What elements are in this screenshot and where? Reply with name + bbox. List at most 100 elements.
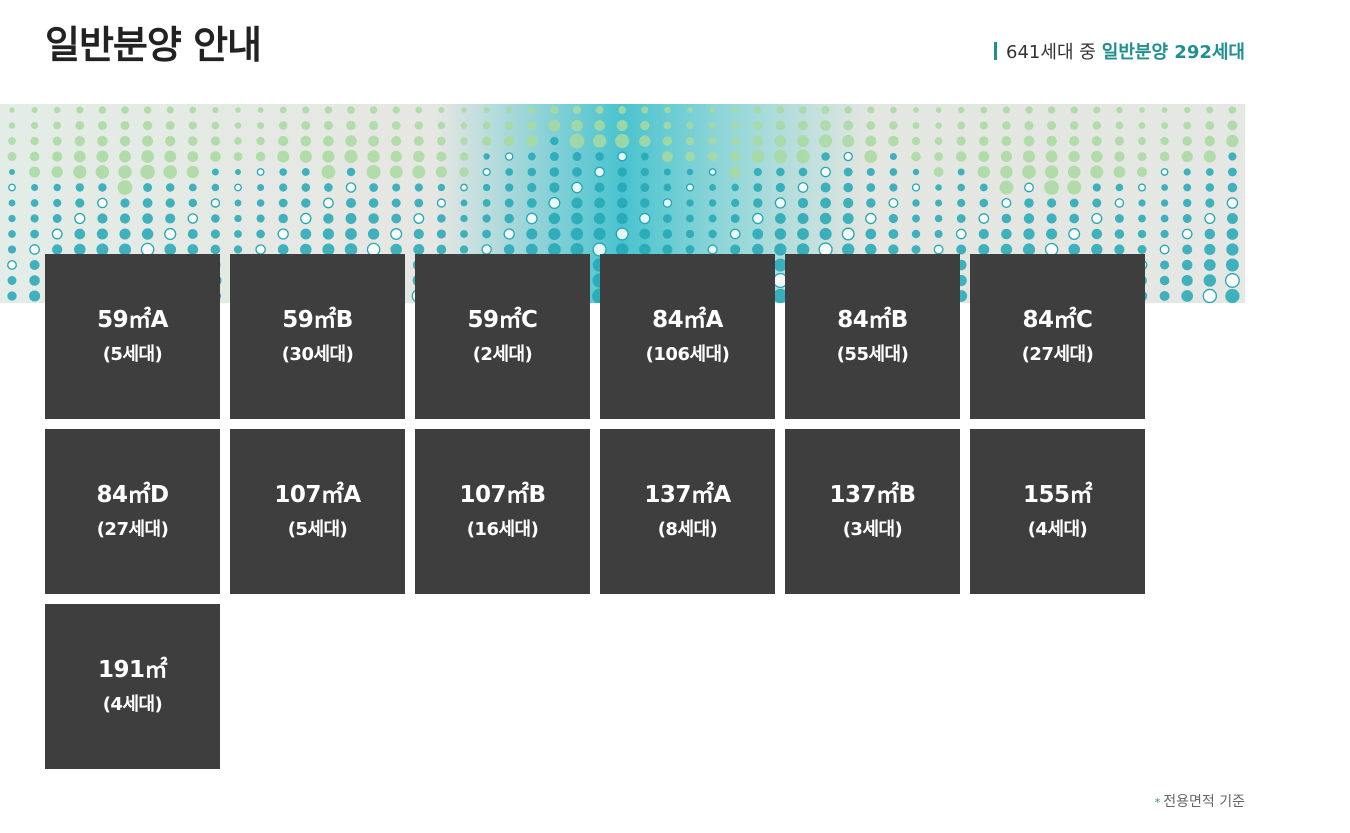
pattern-dot bbox=[708, 136, 717, 146]
unit-card-155[interactable]: 155㎡ (4세대) bbox=[970, 429, 1145, 594]
pattern-dot bbox=[413, 244, 425, 255]
pattern-dot bbox=[188, 121, 197, 130]
pattern-dot bbox=[30, 214, 39, 223]
pattern-dot bbox=[550, 105, 559, 115]
pattern-dot bbox=[527, 167, 537, 177]
unit-card-84a[interactable]: 84㎡A (106세대) bbox=[600, 254, 775, 419]
pattern-dot bbox=[751, 150, 765, 163]
pattern-dot bbox=[752, 228, 764, 240]
pattern-dot bbox=[413, 213, 425, 224]
unit-card-137a[interactable]: 137㎡A (8세대) bbox=[600, 429, 775, 594]
unit-card-84b[interactable]: 84㎡B (55세대) bbox=[785, 254, 960, 419]
pattern-dot bbox=[1138, 183, 1147, 192]
pattern-dot bbox=[414, 198, 424, 208]
pattern-dot bbox=[617, 182, 628, 193]
pattern-dot bbox=[189, 106, 197, 114]
pattern-dot bbox=[1067, 165, 1081, 179]
pattern-dot bbox=[503, 244, 515, 255]
unit-card-84d[interactable]: 84㎡D (27세대) bbox=[45, 429, 220, 594]
pattern-dot bbox=[277, 150, 290, 163]
unit-card-107a[interactable]: 107㎡A (5세대) bbox=[230, 429, 405, 594]
unit-card-107b[interactable]: 107㎡B (16세대) bbox=[415, 429, 590, 594]
pattern-dot bbox=[211, 121, 220, 130]
pattern-dot bbox=[1114, 151, 1125, 162]
unit-card-59a[interactable]: 59㎡A (5세대) bbox=[45, 254, 220, 419]
pattern-dot bbox=[685, 229, 695, 239]
pattern-dot bbox=[864, 150, 878, 163]
pattern-dot bbox=[593, 227, 606, 241]
pattern-dot bbox=[1226, 243, 1239, 256]
pattern-dot bbox=[1114, 198, 1125, 208]
pattern-dot bbox=[278, 213, 288, 224]
pattern-dot bbox=[753, 198, 763, 208]
pattern-dot bbox=[821, 152, 830, 161]
pattern-dot bbox=[235, 107, 241, 113]
pattern-dot bbox=[1204, 212, 1216, 225]
pattern-dot bbox=[95, 165, 110, 179]
pattern-dot bbox=[1182, 214, 1192, 223]
pattern-dot bbox=[1181, 259, 1193, 271]
pattern-dot bbox=[594, 166, 605, 178]
pattern-dot bbox=[143, 106, 152, 114]
pattern-dot bbox=[1205, 168, 1214, 176]
unit-size: 137㎡B bbox=[829, 482, 916, 509]
pattern-dot bbox=[773, 258, 787, 272]
pattern-dot bbox=[572, 167, 582, 177]
pattern-dot bbox=[707, 244, 718, 255]
pattern-dot bbox=[188, 183, 197, 192]
pattern-dot bbox=[482, 214, 491, 223]
pattern-dot bbox=[1225, 258, 1239, 272]
pattern-dot bbox=[187, 213, 199, 224]
pattern-dot bbox=[436, 198, 446, 208]
pattern-dot bbox=[956, 214, 966, 223]
pattern-dot bbox=[482, 136, 492, 146]
pattern-dot bbox=[640, 167, 649, 177]
unit-card-191[interactable]: 191㎡ (4세대) bbox=[45, 604, 220, 769]
pattern-dot bbox=[367, 228, 380, 240]
pattern-dot bbox=[616, 212, 628, 225]
pattern-dot bbox=[210, 151, 221, 162]
pattern-dot bbox=[142, 198, 153, 208]
pattern-dot bbox=[889, 152, 897, 161]
pattern-dot bbox=[549, 167, 560, 177]
unit-count: (55세대) bbox=[836, 343, 909, 365]
pattern-dot bbox=[188, 198, 198, 208]
unit-card-59c[interactable]: 59㎡C (2세대) bbox=[415, 254, 590, 419]
unit-card-84c[interactable]: 84㎡C (27세대) bbox=[970, 254, 1145, 419]
pattern-dot bbox=[1115, 121, 1124, 130]
pattern-dot bbox=[528, 106, 536, 114]
pattern-dot bbox=[1022, 243, 1036, 256]
pattern-dot bbox=[278, 198, 288, 208]
pattern-dot bbox=[1091, 212, 1103, 225]
unit-card-137b[interactable]: 137㎡B (3세대) bbox=[785, 429, 960, 594]
pattern-dot bbox=[663, 121, 672, 130]
pattern-dot bbox=[773, 288, 788, 303]
pattern-dot bbox=[797, 228, 809, 240]
pattern-dot bbox=[345, 197, 357, 209]
pattern-dot bbox=[235, 169, 241, 175]
pattern-dot bbox=[210, 198, 221, 208]
pattern-dot bbox=[818, 134, 833, 148]
pattern-dot bbox=[301, 121, 311, 130]
pattern-dot bbox=[1226, 134, 1239, 148]
unit-size: 191㎡ bbox=[97, 657, 168, 684]
unit-count: (5세대) bbox=[102, 343, 163, 365]
summary-accent-bar bbox=[994, 42, 998, 60]
pattern-dot bbox=[390, 243, 402, 256]
pattern-dot bbox=[978, 228, 989, 240]
pattern-dot bbox=[257, 121, 265, 130]
pattern-dot bbox=[1205, 183, 1215, 192]
pattern-dot bbox=[234, 137, 242, 145]
unit-size: 84㎡D bbox=[96, 482, 169, 509]
pattern-dot bbox=[165, 121, 175, 130]
pattern-dot bbox=[1044, 180, 1059, 195]
unit-card-59b[interactable]: 59㎡B (30세대) bbox=[230, 254, 405, 419]
unit-count: (27세대) bbox=[96, 518, 169, 540]
pattern-dot bbox=[548, 243, 561, 256]
pattern-dot bbox=[1160, 229, 1169, 239]
pattern-dot bbox=[460, 214, 468, 223]
pattern-dot bbox=[31, 107, 38, 113]
pattern-dot bbox=[1227, 167, 1237, 177]
pattern-dot bbox=[548, 227, 561, 241]
pattern-dot bbox=[188, 136, 198, 146]
